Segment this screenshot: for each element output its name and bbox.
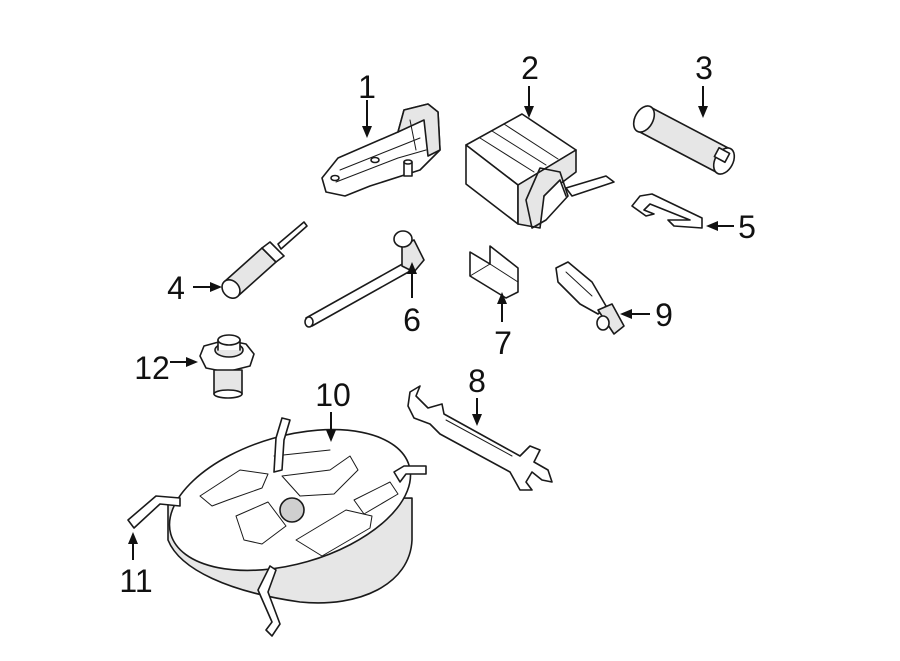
part-1-jack[interactable] [321,103,441,197]
arrowhead-7 [497,292,507,304]
callout-12: 12 [134,350,170,386]
callout-10: 10 [315,377,351,413]
arrowhead-6 [407,262,417,274]
arrowhead-8 [472,414,482,426]
callout-5: 5 [738,209,756,245]
part-11-strap-bottom[interactable] [257,565,281,637]
arrowhead-12 [186,357,198,367]
part-10-tool-tray[interactable] [153,404,427,604]
arrowhead-1 [362,126,372,138]
part-11-strap-front-left[interactable] [127,495,181,529]
part-2-inflator-box[interactable] [465,113,615,229]
arrowhead-2 [524,106,534,118]
part-11-strap-right[interactable] [393,465,427,483]
callout-3: 3 [695,50,713,86]
part-3-canister[interactable] [629,102,738,177]
callout-8: 8 [468,363,486,399]
callout-7: 7 [494,325,512,361]
part-11-strap-rear[interactable] [273,417,291,473]
callout-labels: 1 2 3 4 5 6 7 8 9 10 11 12 [119,50,756,599]
part-5-hook[interactable] [631,193,703,229]
callout-11: 11 [119,563,152,599]
arrowhead-9 [620,309,632,319]
callout-6: 6 [403,302,421,338]
part-9-tool[interactable] [555,261,625,335]
part-8-wrench[interactable] [407,385,553,491]
callout-4: 4 [167,270,185,306]
part-6-lug-wrench[interactable] [304,230,425,328]
part-12-bolt[interactable] [199,334,255,399]
callout-9: 9 [655,297,673,333]
callout-2: 2 [521,50,539,86]
arrowhead-5 [706,221,718,231]
arrowhead-11 [128,532,138,544]
arrowhead-3 [698,106,708,118]
callout-1: 1 [358,69,376,105]
arrowhead-4 [210,282,222,292]
part-7-bracket[interactable] [469,245,519,299]
arrowhead-10 [326,430,336,442]
leader-lines [128,86,734,560]
part-4-rod[interactable] [218,221,308,302]
